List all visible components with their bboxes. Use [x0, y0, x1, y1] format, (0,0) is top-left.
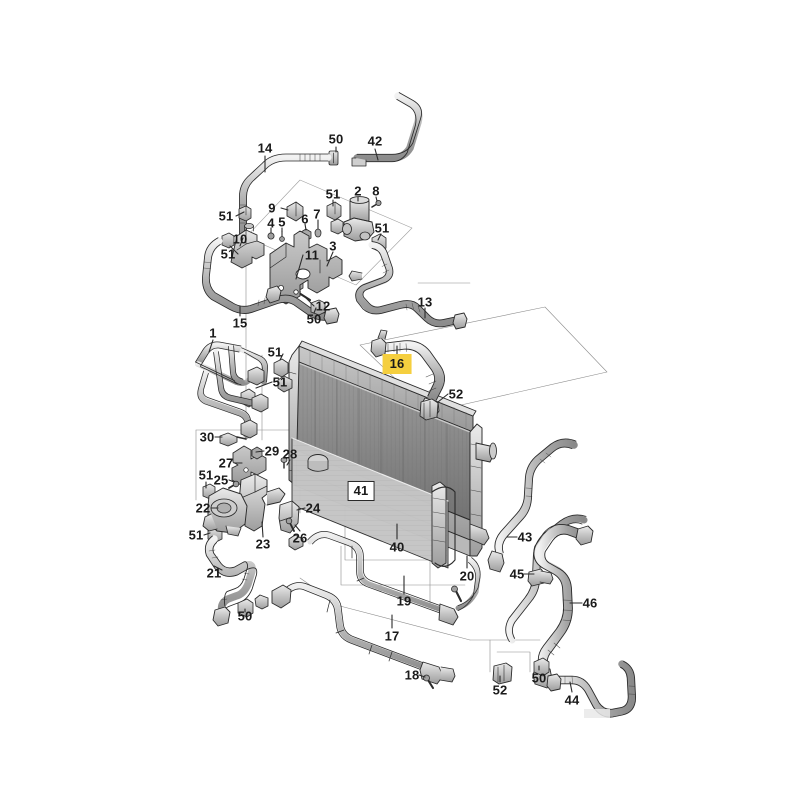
callout-51: 51 — [325, 186, 341, 202]
callout-44: 44 — [564, 692, 580, 708]
part-41-radiator — [277, 340, 497, 569]
callout-17: 17 — [384, 628, 400, 644]
callout-46: 46 — [582, 595, 598, 611]
callout-18: 18 — [404, 667, 420, 683]
clamp-51-f — [273, 358, 289, 378]
callout-50: 50 — [306, 311, 322, 327]
clip-50-lowerleft — [237, 598, 254, 618]
pipe-17 — [254, 582, 456, 685]
callout-26: 26 — [292, 530, 308, 546]
callout-19: 19 — [396, 593, 412, 609]
callout-52: 52 — [492, 682, 508, 698]
hose-14 — [239, 153, 332, 242]
callout-8: 8 — [372, 183, 380, 199]
callout-24: 24 — [305, 500, 321, 516]
callout-41: 41 — [347, 481, 375, 501]
hose-13 — [348, 241, 468, 330]
callout-11: 11 — [304, 247, 320, 263]
part-3-bracket — [269, 230, 343, 305]
callout-29: 29 — [264, 443, 280, 459]
callout-27: 27 — [218, 455, 234, 471]
callout-4: 4 — [267, 215, 275, 231]
clip-50-bottomright — [533, 657, 550, 677]
callout-52: 52 — [448, 386, 464, 402]
callout-51: 51 — [272, 374, 288, 390]
clamp-52-a — [419, 398, 439, 421]
callout-6: 6 — [301, 211, 309, 227]
callout-ticks — [203, 146, 583, 693]
callout-13: 13 — [417, 294, 433, 310]
part-30 — [219, 432, 238, 447]
callout-22: 22 — [195, 500, 211, 516]
callout-40: 40 — [389, 539, 405, 555]
clamp-51-d — [330, 218, 344, 235]
part-1-pipe-assembly — [195, 341, 269, 439]
part-12 — [297, 291, 312, 302]
clamp-51-b — [221, 232, 235, 249]
scan-artifact — [584, 709, 610, 718]
callout-20: 20 — [459, 568, 475, 584]
callout-42: 42 — [367, 133, 383, 149]
callout-9: 9 — [268, 200, 276, 216]
hose-45 — [505, 514, 588, 644]
callout-14: 14 — [257, 140, 273, 156]
callout-50: 50 — [531, 670, 547, 686]
callout-43: 43 — [517, 529, 533, 545]
callout-2: 2 — [354, 183, 362, 199]
part-7 — [314, 228, 322, 238]
clamp-51-a — [238, 205, 252, 222]
callout-21: 21 — [206, 565, 222, 581]
part-10-valve — [230, 222, 265, 269]
clamp-51-c — [326, 201, 342, 221]
part-20-bolt — [451, 585, 463, 603]
callout-7: 7 — [313, 206, 321, 222]
callout-16: 16 — [382, 354, 412, 374]
part-26 — [289, 522, 295, 532]
callout-5: 5 — [278, 214, 286, 230]
callout-25: 25 — [213, 472, 229, 488]
hose-44 — [546, 660, 637, 718]
callout-10: 10 — [232, 231, 248, 247]
part-2-aux-pump — [342, 196, 375, 242]
hose-15 — [202, 237, 340, 325]
callout-50: 50 — [328, 131, 344, 147]
callout-51: 51 — [374, 220, 390, 236]
callout-45: 45 — [509, 566, 525, 582]
part-29 — [251, 446, 263, 460]
callout-51: 51 — [218, 208, 234, 224]
callout-3: 3 — [329, 238, 337, 254]
callout-51: 51 — [267, 344, 283, 360]
callout-15: 15 — [232, 315, 248, 331]
callout-28: 28 — [282, 446, 298, 462]
callout-51: 51 — [188, 527, 204, 543]
part-4 — [267, 232, 275, 240]
part-25 — [228, 484, 235, 489]
callout-30: 30 — [199, 429, 215, 445]
callout-1: 1 — [209, 325, 217, 341]
part-24 — [278, 500, 300, 534]
hose-21 — [204, 535, 258, 627]
lower-left-detail — [202, 432, 300, 537]
callout-23: 23 — [255, 536, 271, 552]
lines-40-19 — [288, 531, 481, 626]
callout-12: 12 — [315, 298, 331, 314]
callout-50: 50 — [237, 608, 253, 624]
hose-43 — [487, 438, 578, 573]
callout-51: 51 — [220, 246, 236, 262]
clamp-52-b — [492, 662, 513, 685]
hose-42 — [351, 92, 423, 167]
callout-51: 51 — [198, 467, 214, 483]
